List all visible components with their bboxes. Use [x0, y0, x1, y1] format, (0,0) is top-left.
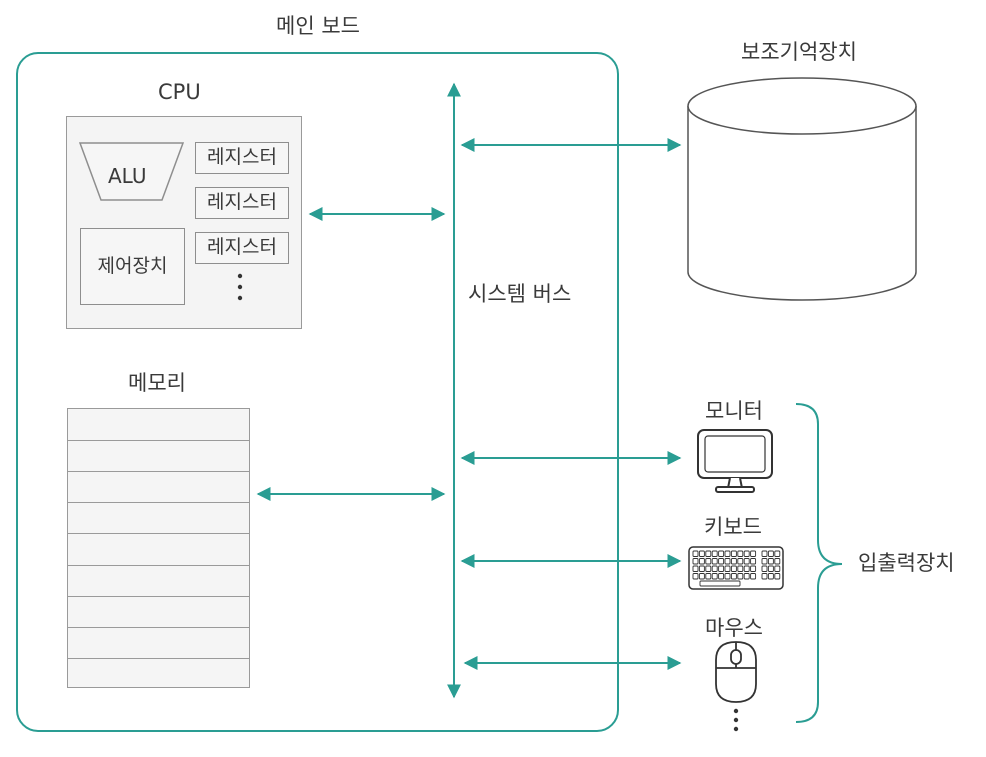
mouse-label: 마우스 [705, 616, 763, 640]
mainboard-frame [16, 52, 619, 732]
memory-cell-divider [68, 657, 249, 659]
io-devices-label: 입출력장치 [858, 551, 955, 575]
keyboard-icon [688, 546, 784, 590]
memory-cell-divider [68, 595, 249, 597]
memory-cell-divider [68, 471, 249, 473]
alu-label: ALU [108, 164, 147, 188]
cylinder-icon [687, 77, 917, 301]
mouse-icon [715, 641, 757, 703]
control-unit: 제어장치 [80, 228, 185, 305]
system-bus-label: 시스템 버스 [468, 282, 572, 306]
memory-label: 메모리 [128, 371, 186, 395]
memory-cell-divider [68, 440, 249, 442]
mainboard-label: 메인 보드 [276, 14, 360, 38]
monitor-label: 모니터 [705, 399, 763, 423]
register-3: 레지스터 [195, 232, 289, 264]
register-1: 레지스터 [195, 142, 289, 174]
brace-icon [795, 403, 843, 723]
memory-cell-divider [68, 533, 249, 535]
cpu-label: CPU [158, 80, 201, 104]
io-ellipsis-icon [733, 708, 739, 732]
alu-shape [78, 142, 185, 201]
keyboard-label: 키보드 [704, 515, 762, 539]
register-ellipsis-icon [237, 273, 243, 301]
memory-block [67, 408, 250, 688]
monitor-icon [697, 429, 773, 493]
memory-cell-divider [68, 564, 249, 566]
memory-cell-divider [68, 626, 249, 628]
memory-cell-divider [68, 502, 249, 504]
register-2: 레지스터 [195, 187, 289, 219]
storage-label: 보조기억장치 [741, 40, 857, 64]
